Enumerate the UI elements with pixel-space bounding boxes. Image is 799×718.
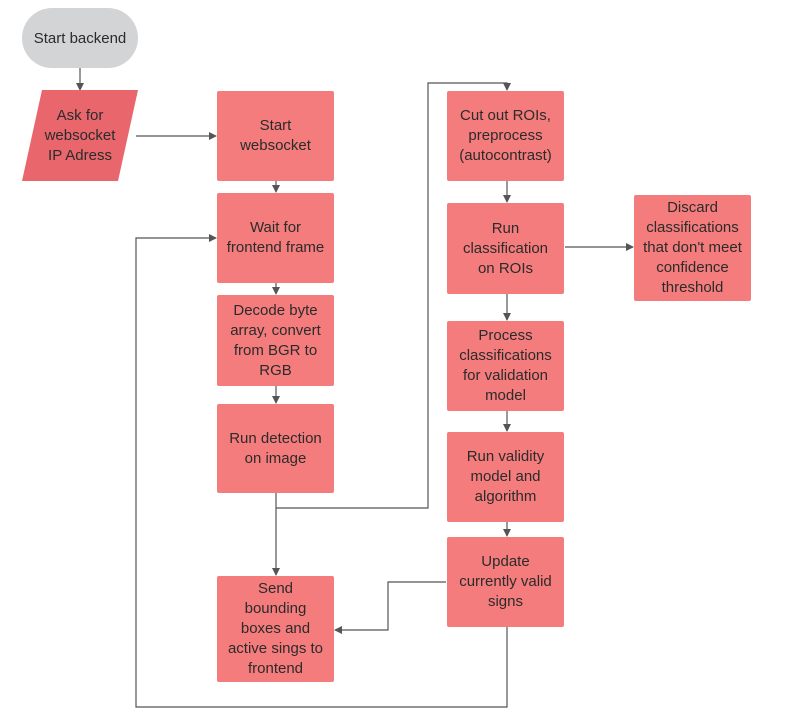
wait-frame-node: Wait for frontend frame (217, 193, 334, 283)
start-backend-terminal: Start backend (22, 8, 138, 68)
update-signs-node: Update currently valid signs (447, 537, 564, 627)
ask-ip-label: Ask for websocket IP Adress (44, 106, 116, 164)
decode-node: Decode byte array, convert from BGR to R… (217, 295, 334, 386)
arrow-loop-to-wait (135, 234, 508, 708)
process-classifications-node: Process classifications for validation m… (447, 321, 564, 411)
parallelogram-shape (22, 90, 138, 181)
arrow-update-to-send (334, 581, 446, 634)
cut-rois-node: Cut out ROIs, preprocess (autocontrast) (447, 91, 564, 181)
run-detection-node: Run detection on image (217, 404, 334, 493)
run-classification-node: Run classification on ROIs (447, 203, 564, 294)
discard-node: Discard classifications that don't meet … (634, 195, 751, 301)
start-websocket-node: Start websocket (217, 91, 334, 181)
arrow-detection-to-cut (276, 82, 511, 509)
run-validity-node: Run validity model and algorithm (447, 432, 564, 522)
send-boxes-node: Send bounding boxes and active sings to … (217, 576, 334, 682)
ask-ip-io-node: Ask for websocket IP Adress (22, 90, 138, 181)
